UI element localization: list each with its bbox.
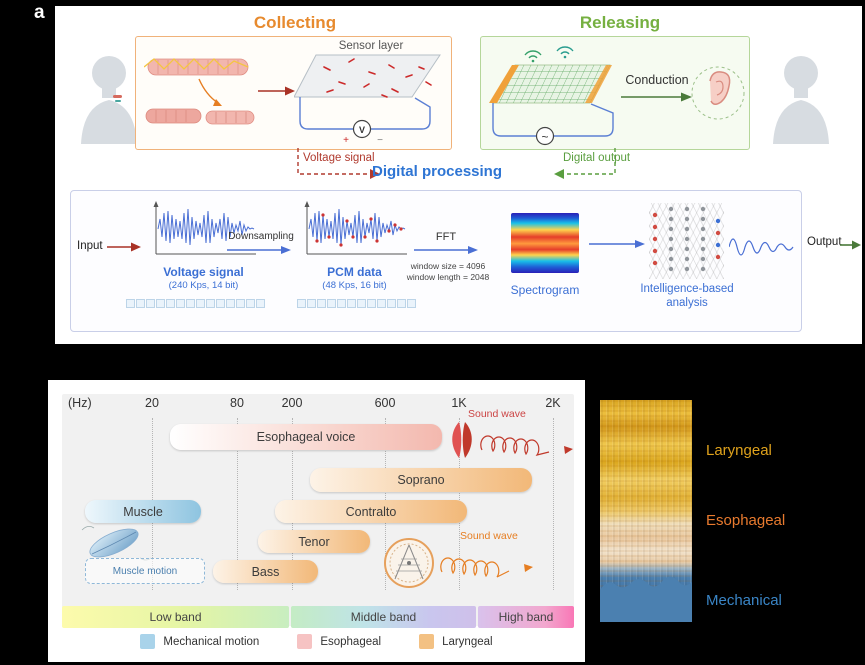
band-low: Low band [62,606,289,628]
digital-output-label: Digital output [563,152,631,164]
spectro-label-laryngeal: Laryngeal [706,442,772,459]
releasing-title: Releasing [579,13,661,32]
pcm-stage-subtitle: (48 Kps, 16 bit) [322,280,387,291]
muscle-fibers-illustration [144,58,255,125]
plus-symbol: + [343,135,349,146]
chart-legend: Mechanical motion Esophageal Laryngeal [48,634,585,649]
fft-window-size: window size = 4096 [410,261,486,271]
fft-arrow-icon [414,246,478,254]
spectrogram-image [600,400,692,622]
collecting-title: Collecting [253,13,337,32]
tick-80: 80 [230,396,244,410]
mechanical-wave-boundary [600,576,692,622]
conduction-label: Conduction [625,73,689,87]
top-panel: Collecting Releasing Sensor layer [55,6,862,344]
panel-letter: a [34,2,45,23]
releasing-box: ~ Conduction [480,36,750,150]
output-label: Output [807,236,842,248]
vocal-folds-icon [452,422,472,458]
legend-esophageal: Esophageal [297,634,381,649]
tick-1k: 1K [451,396,467,410]
analysis-label-line2: analysis [666,297,708,309]
analysis-label-line1: Intelligence-based [640,283,734,295]
voltage-signal-dashed-arrow [297,148,380,179]
gridline-80 [237,418,238,590]
bar-contralto: Contralto [275,500,467,523]
transducer-mesh-illustration: ~ [489,46,614,146]
bar-muscle: Muscle [85,500,201,523]
output-arrow-icon [840,240,861,250]
data-strip-pcm [297,299,416,308]
diaphragm-icon [384,538,434,588]
sound-wave-top-label: Sound wave [468,408,526,420]
data-strip-voltage [126,299,265,308]
legend-swatch-esophageal [297,634,313,649]
muscle-leaf-illustration [81,526,152,561]
human-head-left-illustration [81,56,137,144]
muscle-motion-box: Muscle motion [85,558,205,584]
pcm-waveform-plot [304,201,407,255]
voltage-stage-title: Voltage signal [163,265,244,279]
sound-coil-top-icon [480,435,573,456]
band-middle: Middle band [291,606,476,628]
minus-symbol: − [377,135,383,146]
axis-unit-label: (Hz) [68,396,92,410]
to-analysis-arrow-icon [589,240,645,248]
pcm-stage-title: PCM data [327,265,382,279]
digital-processing-pipeline: Input Voltage signal (240 Kps, 14 bit) D… [70,190,802,332]
downsampling-label: Downsampling [228,231,294,242]
ac-source-symbol: ~ [541,130,548,144]
input-arrow-icon [107,242,141,252]
neural-network-icon [649,203,724,279]
voltage-waveform-plot [153,201,256,255]
ear-icon [691,66,745,120]
spectro-label-mechanical: Mechanical [706,592,782,609]
input-label: Input [77,240,103,252]
human-head-right-illustration [773,56,829,144]
sound-coil-bottom-icon [440,557,533,578]
tick-200: 200 [281,396,303,410]
spectrogram-label: Spectrogram [510,283,580,297]
spectrogram-thumbnail [511,213,579,273]
tick-20: 20 [145,396,159,410]
fft-label: FFT [435,231,457,243]
output-waveform-icon [729,238,794,256]
voltmeter-symbol: V [359,125,365,135]
conduction-arrow-icon [621,92,692,102]
sound-wave-bottom-label: Sound wave [460,530,518,542]
tick-2k: 2K [545,396,561,410]
voltage-stage-subtitle: (240 Kps, 14 bit) [168,280,239,291]
wifi-icon [524,46,574,63]
sensor-device-illustration: V + − [294,54,441,146]
downsampling-arrow-icon [227,246,291,254]
tick-600: 600 [374,396,396,410]
spectro-label-esophageal: Esophageal [706,512,786,529]
legend-swatch-laryngeal [419,634,435,649]
bar-esophageal-voice: Esophageal voice [170,424,442,450]
band-high: High band [478,606,574,628]
legend-laryngeal: Laryngeal [419,634,493,649]
sensor-layer-label: Sensor layer [338,40,404,52]
frequency-chart-panel: (Hz) 20 80 200 600 1K 2K Esophageal voic… [48,380,585,662]
digital-output-dashed-arrow [554,148,616,179]
voltage-signal-label: Voltage signal [303,152,375,164]
collect-arrow-icon [258,86,295,96]
bar-soprano: Soprano [310,468,532,492]
legend-mechanical-motion: Mechanical motion [140,634,259,649]
bar-tenor: Tenor [258,530,370,553]
gridline-2k [553,418,554,590]
fft-window-length: window length = 2048 [406,272,490,282]
digital-processing-label: Digital processing [371,163,503,180]
collecting-box: Sensor layer [135,36,452,150]
bar-bass: Bass [213,560,318,583]
muscle-motion-label: Muscle motion [112,565,178,577]
legend-swatch-mechanical [140,634,156,649]
